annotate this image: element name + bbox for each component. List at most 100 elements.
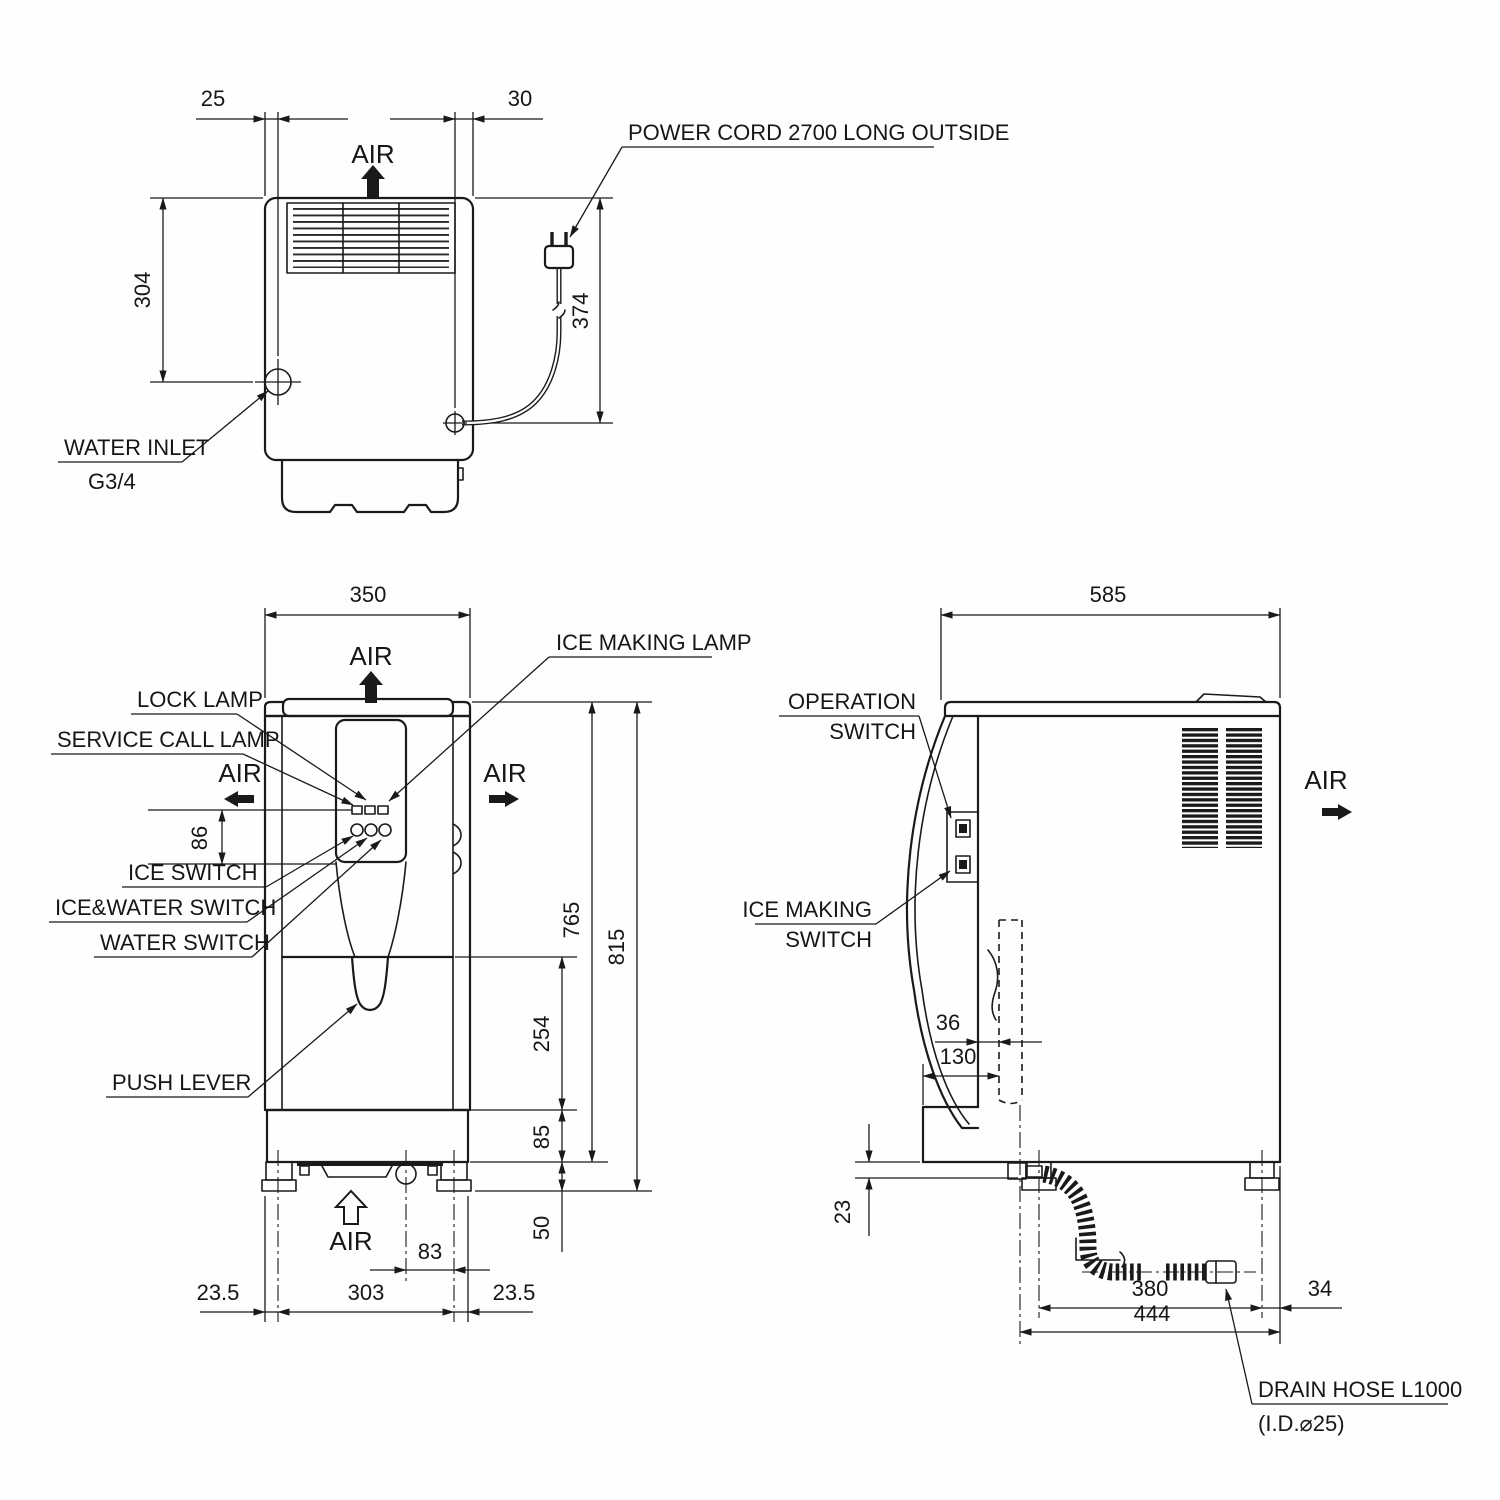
tab-latch-detail (457, 467, 464, 481)
dim-23-5-right: 23.5 (493, 1280, 536, 1305)
drain-hose-label-2: (I.D.⌀25) (1258, 1411, 1345, 1436)
ice-making-switch-label-1: ICE MAKING (742, 897, 872, 922)
water-inlet-label: WATER INLET (64, 435, 209, 460)
dim-25: 25 (201, 86, 225, 111)
front-air-left: AIR (218, 758, 262, 807)
top-view-air-callout: AIR (351, 139, 395, 197)
top-view-dimensions: 25 30 304 374 (130, 86, 613, 424)
push-lever-profile (987, 949, 999, 1021)
dim-30: 30 (508, 86, 532, 111)
dim-350: 350 (350, 582, 387, 607)
side-vent-grille (1182, 728, 1262, 848)
dim-23-5-left: 23.5 (197, 1280, 240, 1305)
curved-door-inner (914, 715, 970, 1125)
ice-making-switch-label-2: SWITCH (785, 927, 872, 952)
top-handle-detail (1195, 693, 1267, 703)
hose-clamp-wire (1075, 1237, 1126, 1268)
dispense-spout (350, 955, 390, 1012)
power-cord-callout: POWER CORD 2700 LONG OUTSIDE (569, 120, 1009, 238)
lock-lamp-label: LOCK LAMP (137, 687, 263, 712)
air-arrow-right-icon (489, 791, 519, 807)
dim-444: 444 (1134, 1301, 1171, 1326)
switch-plate (946, 811, 979, 883)
top-vent-grille (286, 202, 456, 274)
air-label-top-view: AIR (351, 139, 394, 169)
drain-hose (1007, 1162, 1256, 1284)
dim-50: 50 (529, 1216, 554, 1240)
hose-fitting (1205, 1260, 1237, 1284)
front-air-top: AIR (349, 641, 393, 703)
air-arrow-up-icon (359, 671, 383, 703)
hidden-dispense-chute (987, 919, 1023, 1105)
ice-water-switch-icon (364, 823, 378, 837)
ice-making-lamp-icon (377, 805, 389, 815)
push-lever-label: PUSH LEVER (112, 1070, 251, 1095)
front-base (261, 1108, 472, 1322)
water-inlet-fitting (255, 359, 301, 405)
front-view-dimensions: 350 86 765 815 254 85 50 83 (148, 582, 652, 1322)
air-arrow-right-icon (1322, 804, 1352, 820)
control-panel (334, 718, 408, 864)
service-call-lamp-label: SERVICE CALL LAMP (57, 727, 280, 752)
dim-765: 765 (559, 902, 584, 939)
front-view: AIR AIR AIR AIR ICE MAKING LAMP LOCK LAM… (49, 582, 752, 1322)
air-arrow-up-open-icon (333, 1189, 369, 1225)
dim-303: 303 (348, 1280, 385, 1305)
water-inlet-size: G3/4 (88, 469, 136, 494)
service-call-lamp-icon (364, 805, 376, 815)
base-front-step (921, 1105, 980, 1164)
air-arrow-up-icon (361, 165, 385, 197)
top-view: 25 30 304 374 AIR POWER CORD 2700 LONG O… (58, 86, 1009, 514)
curved-door-outer (905, 714, 980, 1130)
ice-making-lamp-label: ICE MAKING LAMP (556, 630, 752, 655)
operation-switch-label-2: SWITCH (829, 719, 916, 744)
front-view-outline (263, 697, 472, 1112)
dim-304: 304 (130, 272, 155, 309)
water-switch-icon (378, 823, 392, 837)
dim-130: 130 (940, 1044, 977, 1069)
ice-making-switch-icon (955, 855, 971, 874)
water-inlet-callout: WATER INLET G3/4 (58, 390, 269, 494)
dim-23: 23 (830, 1200, 855, 1224)
side-view-dimensions: 585 36 130 23 380 34 444 (830, 582, 1342, 1344)
cord-break-symbol (552, 301, 566, 319)
dim-83: 83 (418, 1239, 442, 1264)
front-callouts: ICE MAKING LAMP LOCK LAMP SERVICE CALL L… (49, 630, 752, 1098)
air-label-side-right: AIR (1304, 765, 1347, 795)
front-air-bottom: AIR (329, 1189, 373, 1256)
side-callouts: OPERATION SWITCH ICE MAKING SWITCH DRAIN… (742, 689, 1462, 1436)
dim-380: 380 (1132, 1276, 1169, 1301)
ice-switch-icon (350, 823, 364, 837)
dim-254: 254 (529, 1016, 554, 1053)
operation-switch-icon (955, 819, 971, 838)
air-arrow-left-icon (224, 791, 254, 807)
air-label-front-left: AIR (218, 758, 261, 788)
ice-water-switch-label: ICE&WATER SWITCH (55, 895, 276, 920)
side-air-right: AIR (1304, 765, 1352, 820)
front-left-foot (265, 1161, 293, 1181)
dim-374: 374 (568, 293, 593, 330)
dim-585: 585 (1090, 582, 1127, 607)
dispense-recess (280, 861, 455, 1012)
power-cord-label: POWER CORD 2700 LONG OUTSIDE (628, 120, 1009, 145)
top-view-outline (263, 196, 475, 514)
dim-85: 85 (529, 1125, 554, 1149)
operation-switch-label-1: OPERATION (788, 689, 916, 714)
dim-815: 815 (604, 929, 629, 966)
front-air-right: AIR (483, 758, 527, 807)
door-hinge-detail (452, 823, 462, 875)
drain-hose-label-1: DRAIN HOSE L1000 (1258, 1377, 1462, 1402)
water-switch-label: WATER SWITCH (100, 930, 270, 955)
dim-86: 86 (187, 826, 212, 850)
air-label-front-right: AIR (483, 758, 526, 788)
side-view-outline (905, 693, 1282, 1164)
air-label-front-bottom: AIR (329, 1226, 372, 1256)
power-plug-icon (543, 232, 575, 270)
dim-36: 36 (936, 1010, 960, 1035)
dim-34: 34 (1308, 1276, 1332, 1301)
side-view: AIR OPERATION SWITCH ICE MAKING SWITCH D… (742, 582, 1462, 1436)
air-label-front-top: AIR (349, 641, 392, 671)
power-cord (443, 232, 575, 435)
